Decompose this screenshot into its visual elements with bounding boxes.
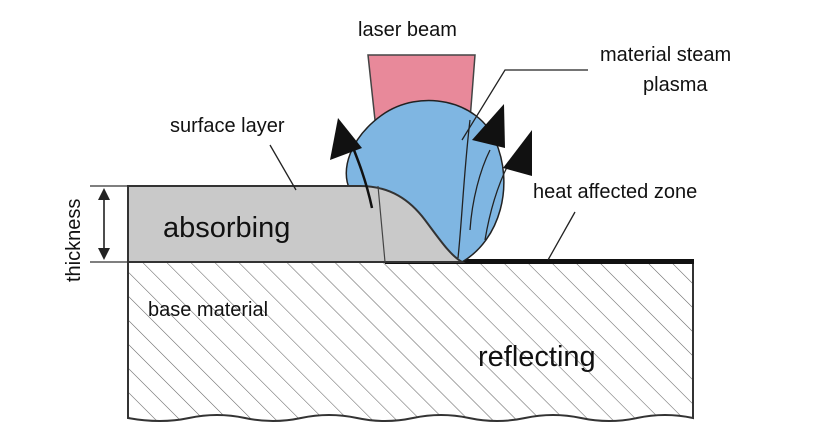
plasma-flow-line-2 xyxy=(469,149,491,231)
base-material-block xyxy=(127,261,694,422)
plasma-flow-line-3 xyxy=(484,164,509,241)
label-material-steam: material steam xyxy=(600,44,731,66)
thickness-arrow-bottom xyxy=(98,248,110,260)
plasma-flow-line-1 xyxy=(457,119,471,259)
label-surface-layer: surface layer xyxy=(170,115,285,137)
leader-material-steam xyxy=(461,69,588,141)
surface-layer-edge xyxy=(377,185,386,263)
label-heat-affected-zone: heat affected zone xyxy=(533,181,697,203)
leader-surface-layer xyxy=(269,144,297,191)
leader-heat-affected xyxy=(547,211,576,261)
label-plasma: plasma xyxy=(643,74,708,96)
label-laser-beam: laser beam xyxy=(358,19,457,41)
label-base-material: base material xyxy=(148,299,268,321)
arrow-up-mid-head xyxy=(472,104,505,148)
arrow-up-right-head xyxy=(503,130,532,176)
label-thickness: thickness xyxy=(63,199,85,282)
arrow-up-left-head xyxy=(330,118,362,160)
thickness-arrow-top xyxy=(98,188,110,200)
heat-affected-strip xyxy=(385,259,694,264)
label-absorbing: absorbing xyxy=(163,212,290,244)
label-reflecting: reflecting xyxy=(478,341,596,373)
